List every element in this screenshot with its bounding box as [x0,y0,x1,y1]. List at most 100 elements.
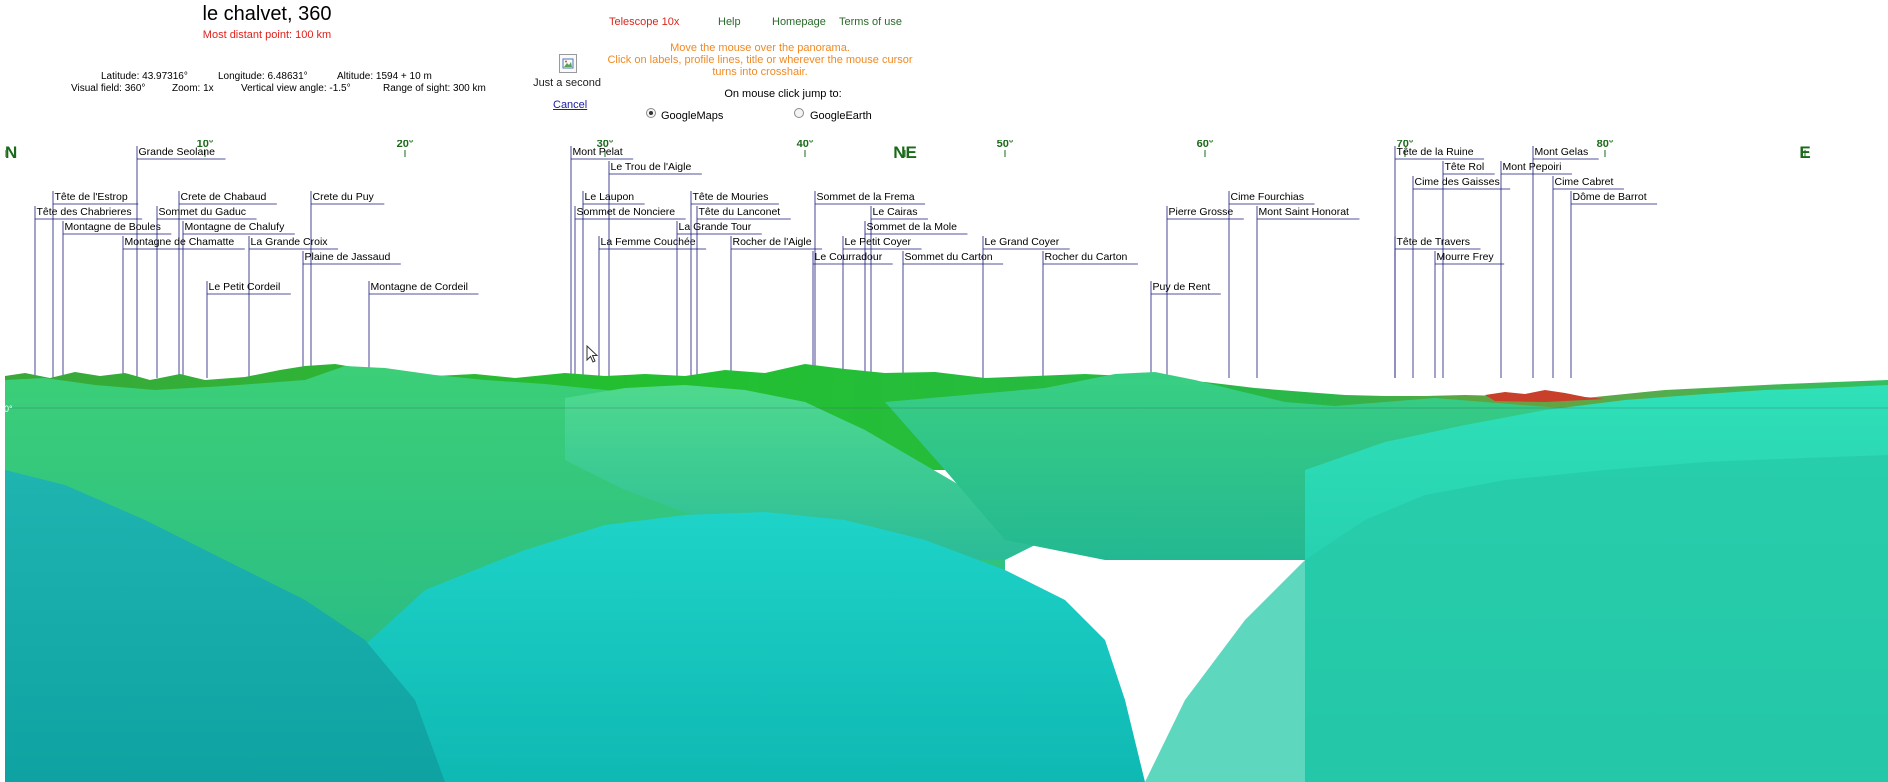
peak-label-montagne-de-chalufy[interactable]: Montagne de Chalufy [182,221,295,378]
peak-name[interactable]: Mont Gelas [1535,146,1589,158]
peak-label-d-me-de-barrot[interactable]: Dôme de Barrot [1570,191,1658,378]
peak-name[interactable]: Montagne de Cordeil [371,281,468,293]
peak-name[interactable]: Tête de Travers [1397,236,1471,248]
peak-label-t-te-de-travers[interactable]: Tête de Travers [1394,236,1481,378]
peak-label-crete-de-chabaud[interactable]: Crete de Chabaud [178,191,277,378]
peak-label-t-te-des-chabrieres[interactable]: Tête des Chabrieres [34,206,143,378]
peak-label-puy-de-rent[interactable]: Puy de Rent [1150,281,1221,378]
peak-name[interactable]: Montagne de Chalufy [185,221,286,233]
peak-name[interactable]: Plaine de Jassaud [305,251,391,263]
peak-name[interactable]: Cime Cabret [1555,176,1614,188]
peak-label-mont-gelas[interactable]: Mont Gelas [1532,146,1599,378]
peak-label-mourre-frey[interactable]: Mourre Frey [1434,251,1505,378]
googlemaps-label[interactable]: GoogleMaps [661,110,724,122]
peak-name[interactable]: Crete de Chabaud [181,191,267,203]
peak-label-t-te-rol[interactable]: Tête Rol [1442,161,1495,378]
peak-name[interactable]: Sommet du Carton [905,251,993,263]
peak-label-le-trou-de-l-aigle[interactable]: Le Trou de l'Aigle [608,161,702,378]
peak-label-le-courradour[interactable]: Le Courradour [812,251,893,378]
peak-label-le-petit-cordeil[interactable]: Le Petit Cordeil [206,281,291,378]
peak-label-t-te-du-lanconet[interactable]: Tête du Lanconet [696,206,791,378]
peak-name[interactable]: La Femme Couchée [601,236,696,248]
peak-label-sommet-du-gaduc[interactable]: Sommet du Gaduc [156,206,257,378]
peak-name[interactable]: Montagne de Boules [65,221,161,233]
peak-name[interactable]: Le Grand Coyer [985,236,1060,248]
peak-name[interactable]: Sommet de la Frema [817,191,915,203]
peak-label-t-te-de-mouries[interactable]: Tête de Mouries [690,191,779,378]
peak-label-t-te-de-l-estrop[interactable]: Tête de l'Estrop [52,191,139,378]
peak-name[interactable]: Rocher de l'Aigle [733,236,812,248]
peak-name[interactable]: Tête des Chabrieres [37,206,132,218]
peak-label-la-femme-couch-e[interactable]: La Femme Couchée [598,236,707,378]
peak-label-mont-pepoiri[interactable]: Mont Pepoiri [1500,161,1572,378]
peak-name[interactable]: Le Cairas [873,206,918,218]
peak-label-sommet-de-nonciere[interactable]: Sommet de Nonciere [574,206,686,378]
peak-name[interactable]: Mont Pepoiri [1503,161,1562,173]
peak-name[interactable]: Sommet de Nonciere [577,206,676,218]
peak-label-cime-fourchias[interactable]: Cime Fourchias [1228,191,1315,378]
peak-label-rocher-de-l-aigle[interactable]: Rocher de l'Aigle [730,236,823,378]
terrain[interactable] [5,364,1888,782]
peak-label-montagne-de-boules[interactable]: Montagne de Boules [62,221,172,378]
peak-name[interactable]: Mourre Frey [1437,251,1495,263]
peak-label-cime-cabret[interactable]: Cime Cabret [1552,176,1624,378]
peak-name[interactable]: Tête de Mouries [693,191,769,203]
peak-name[interactable]: Rocher du Carton [1045,251,1128,263]
peak-label-le-cairas[interactable]: Le Cairas [870,206,928,378]
peak-name[interactable]: Grande Seolane [139,146,216,158]
peak-label-le-grand-coyer[interactable]: Le Grand Coyer [982,236,1070,378]
peak-name[interactable]: Puy de Rent [1153,281,1211,293]
peak-label-crete-du-puy[interactable]: Crete du Puy [310,191,385,378]
peak-name[interactable]: Tête Rol [1445,161,1485,173]
help-link[interactable]: Help [718,16,741,28]
peak-label-grande-seolane[interactable]: Grande Seolane [136,146,226,378]
peak-name[interactable]: Le Courradour [815,251,883,263]
cancel-link[interactable]: Cancel [553,99,588,111]
peak-label-le-laupon[interactable]: Le Laupon [582,191,645,378]
peak-label-plaine-de-jassaud[interactable]: Plaine de Jassaud [302,251,401,378]
scale-tick-label: NE [893,143,917,162]
googleearth-radio[interactable] [794,108,804,118]
googleearth-label[interactable]: GoogleEarth [810,110,872,122]
mouse-cursor-icon [586,345,599,363]
peak-name[interactable]: Cime Fourchias [1231,191,1305,203]
peak-label-montagne-de-chamatte[interactable]: Montagne de Chamatte [122,236,245,378]
peak-name[interactable]: Crete du Puy [313,191,375,203]
terms-link[interactable]: Terms of use [839,16,902,28]
peak-label-le-petit-coyer[interactable]: Le Petit Coyer [842,236,922,378]
peak-name[interactable]: Tête du Lanconet [699,206,781,218]
peak-label-sommet-de-la-mole[interactable]: Sommet de la Mole [864,221,968,378]
peak-label-sommet-du-carton[interactable]: Sommet du Carton [902,251,1004,378]
peak-name[interactable]: Sommet de la Mole [867,221,958,233]
googlemaps-radio[interactable] [646,108,656,118]
peak-label-pierre-grosse[interactable]: Pierre Grosse [1166,206,1244,378]
panorama-title[interactable]: le chalvet, 360 [202,3,332,25]
peak-name[interactable]: Sommet du Gaduc [159,206,247,218]
peak-label-rocher-du-carton[interactable]: Rocher du Carton [1042,251,1138,378]
peak-name[interactable]: Le Petit Coyer [845,236,912,248]
terrain-near-valley [305,512,1145,782]
peak-label-mont-pelat[interactable]: Mont Pelat [570,146,634,378]
peak-name[interactable]: Dôme de Barrot [1573,191,1647,203]
peak-label-mont-saint-honorat[interactable]: Mont Saint Honorat [1256,206,1360,378]
peak-name[interactable]: La Grande Tour [679,221,752,233]
peak-name[interactable]: Tête de la Ruine [1397,146,1474,158]
peak-name[interactable]: Le Trou de l'Aigle [611,161,692,173]
peak-name[interactable]: La Grande Croix [251,236,329,248]
telescope-link[interactable]: Telescope 10x [609,16,680,28]
peak-name[interactable]: Pierre Grosse [1169,206,1234,218]
peak-name[interactable]: Tête de l'Estrop [55,191,128,203]
homepage-link[interactable]: Homepage [772,16,826,28]
peak-name[interactable]: Mont Saint Honorat [1259,206,1350,218]
peak-name[interactable]: Le Laupon [585,191,635,203]
peak-label-cime-des-gaisses[interactable]: Cime des Gaisses [1412,176,1511,378]
peak-label-montagne-de-cordeil[interactable]: Montagne de Cordeil [368,281,479,378]
peak-name[interactable]: Le Petit Cordeil [209,281,281,293]
peak-name[interactable]: Mont Pelat [573,146,623,158]
peak-label-la-grande-croix[interactable]: La Grande Croix [248,236,339,378]
peak-name[interactable]: Cime des Gaisses [1415,176,1500,188]
peak-label-sommet-de-la-frema[interactable]: Sommet de la Frema [814,191,926,378]
peak-name[interactable]: Montagne de Chamatte [125,236,235,248]
